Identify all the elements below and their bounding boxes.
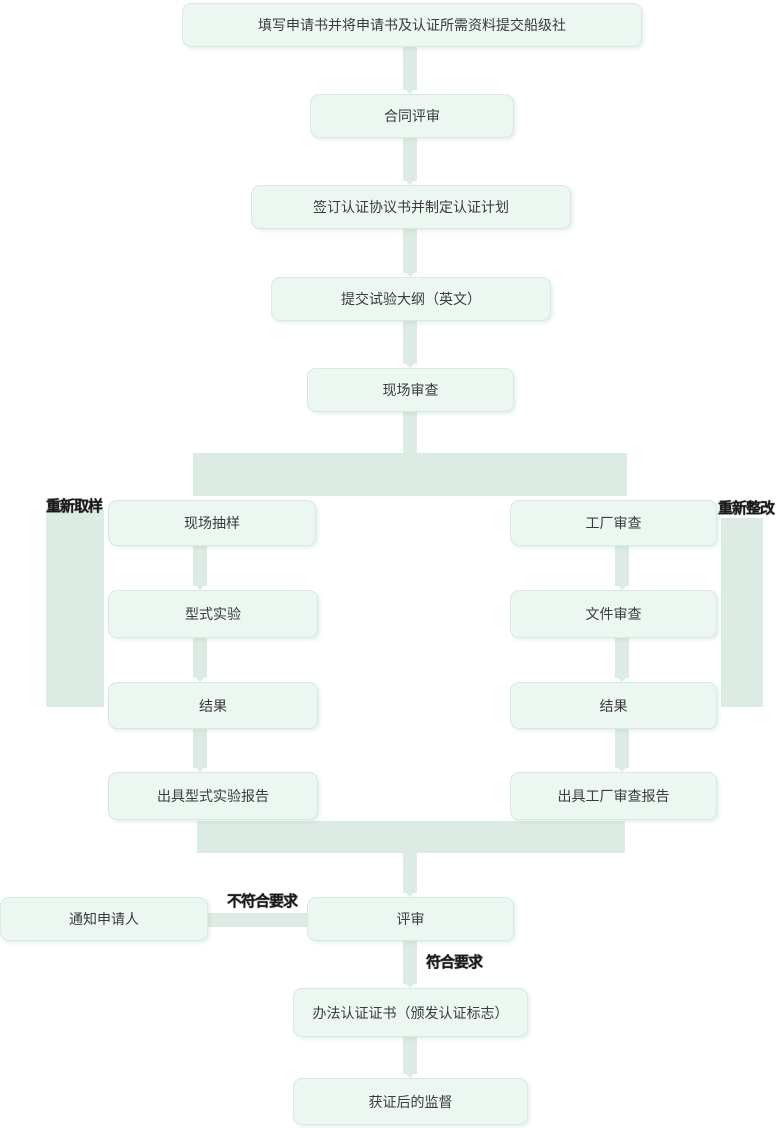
edge-label-resample: 重新取样 <box>46 498 103 515</box>
connector-onsite-review-to-split <box>403 412 417 453</box>
connector-review-to-notify <box>208 913 307 927</box>
connector-result-to-factoryreport <box>615 729 629 772</box>
node-onsite-sampling-label: 现场抽样 <box>184 515 240 531</box>
node-factory-audit-report-label: 出具工厂审查报告 <box>557 788 670 804</box>
edge-label-conform: 符合要求 <box>426 954 483 971</box>
connector-merge-to-review <box>403 853 417 897</box>
node-result-left-label: 结果 <box>199 697 227 714</box>
split-bar <box>193 453 627 496</box>
node-result-left: 结果 <box>108 682 318 729</box>
node-supervision: 获证后的监督 <box>293 1078 528 1125</box>
connector-agreement-to-outline <box>403 229 417 277</box>
node-apply: 填写申请书并将申请书及认证所需资料提交船级社 <box>182 3 642 47</box>
node-type-test-report: 出具型式实验报告 <box>108 772 318 820</box>
connector-certificate-to-supervision <box>403 1037 417 1078</box>
node-result-right: 结果 <box>510 682 717 729</box>
node-notify-applicant: 通知申请人 <box>0 897 208 941</box>
loop-bar-rectify <box>721 518 763 707</box>
connector-sampling-to-typetest <box>193 546 207 590</box>
edge-label-not-conform: 不符合要求 <box>227 893 298 910</box>
node-type-test-report-label: 出具型式实验报告 <box>157 788 269 804</box>
connector-docreview-to-result <box>615 638 629 682</box>
connector-outline-to-onsite-review <box>403 321 417 368</box>
connector-contract-to-agreement <box>403 138 417 185</box>
node-notify-applicant-label: 通知申请人 <box>69 911 139 927</box>
merge-bar <box>197 821 625 853</box>
node-type-test: 型式实验 <box>108 590 318 638</box>
node-review: 评审 <box>307 897 514 941</box>
connector-result-to-typereport <box>193 729 207 772</box>
node-document-review: 文件审查 <box>510 590 717 638</box>
node-result-right-label: 结果 <box>599 697 628 714</box>
loop-bar-resample <box>46 510 104 707</box>
node-onsite-review: 现场审查 <box>307 368 514 412</box>
edge-label-rectify: 重新整改 <box>718 500 775 517</box>
node-certificate: 办法认证证书（颁发认证标志） <box>293 988 528 1037</box>
connector-typetest-to-result <box>193 638 207 682</box>
node-test-outline: 提交试验大纲（英文） <box>271 277 551 321</box>
node-onsite-review-label: 现场审查 <box>382 382 439 398</box>
node-factory-audit: 工厂审查 <box>510 500 717 546</box>
node-onsite-sampling: 现场抽样 <box>108 500 316 546</box>
node-factory-audit-label: 工厂审查 <box>585 515 642 531</box>
node-agreement: 签订认证协议书并制定认证计划 <box>251 185 571 229</box>
node-apply-label: 填写申请书并将申请书及认证所需资料提交船级社 <box>258 17 566 33</box>
node-contract-review-label: 合同评审 <box>384 108 440 124</box>
connector-review-to-certificate <box>403 941 417 988</box>
node-agreement-label: 签订认证协议书并制定认证计划 <box>313 199 509 215</box>
node-supervision-label: 获证后的监督 <box>368 1093 453 1110</box>
node-review-label: 评审 <box>396 911 425 927</box>
node-factory-audit-report: 出具工厂审查报告 <box>510 772 717 820</box>
node-type-test-label: 型式实验 <box>185 606 241 622</box>
node-contract-review: 合同评审 <box>310 94 514 138</box>
node-test-outline-label: 提交试验大纲（英文） <box>341 291 481 307</box>
node-document-review-label: 文件审查 <box>585 606 642 622</box>
connector-apply-to-contract <box>403 47 417 94</box>
connector-factoryaudit-to-docreview <box>615 546 629 590</box>
node-certificate-label: 办法认证证书（颁发认证标志） <box>312 1004 509 1021</box>
